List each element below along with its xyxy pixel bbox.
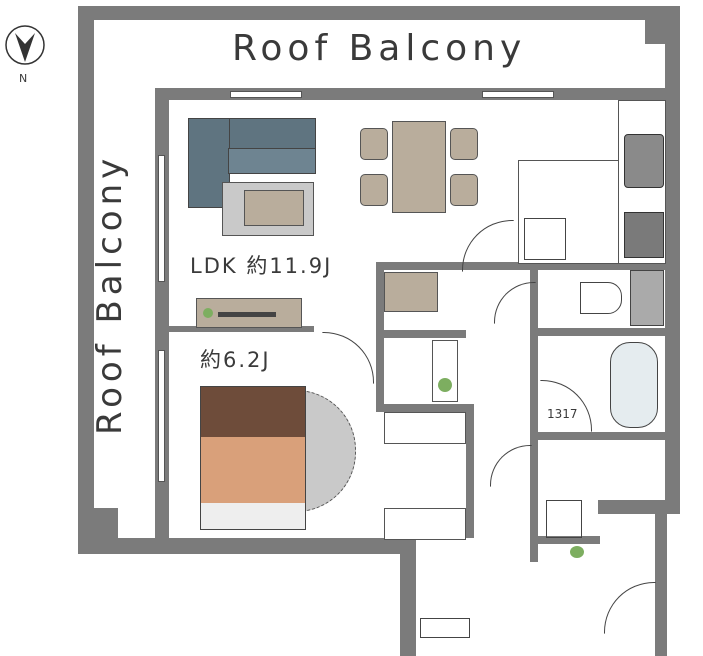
stove-icon [624,212,664,258]
window-left-1 [158,155,165,282]
plant-icon [570,546,584,558]
outer-wall-right [665,6,680,506]
washer [630,270,664,326]
roof-balcony-top-label: Roof Balcony [232,28,527,69]
wet-wall-v [530,262,538,562]
core-wall-3 [376,330,466,338]
kitchen-counter [518,160,620,264]
desk [384,508,466,540]
compass-icon [4,24,46,66]
coffee-table [244,190,304,226]
entry-door [604,582,656,634]
roof-balcony-left-label: Roof Balcony [90,153,130,435]
ldk-bed-divider [169,326,314,332]
entry-wall-right [598,500,680,514]
window-top-1 [230,91,302,98]
outer-wall-left [78,6,94,554]
wet-wall-h2 [530,328,666,336]
window-left-2 [158,350,165,482]
ldk-wall-top [155,88,625,100]
door-swing [462,220,514,272]
bathtub-icon [610,342,658,428]
bed [200,386,306,530]
plant-icon [438,378,452,392]
wet-wall-h3 [538,432,666,440]
fridge [524,218,566,260]
dining-chair [360,174,388,206]
outer-wall-bottom [78,538,408,554]
ldk-label: LDK 約11.9J [190,254,333,278]
corner-block-bl [78,508,118,554]
dining-chair [360,128,388,160]
bedroom-label: 約6.2J [200,348,271,372]
wet-wall-h1 [444,262,666,270]
dining-chair [450,128,478,160]
toilet-icon [580,282,622,314]
door-swing [322,332,374,384]
shelf [432,340,458,402]
storage-cabinet [384,272,438,312]
dining-table [392,121,446,213]
wet-wall-h4 [530,536,600,544]
dining-chair [450,174,478,206]
corner-block-tr [645,6,680,44]
door-swing [494,282,536,324]
bath-dimension-label: 1317 [547,407,578,421]
core-wall-1 [376,262,444,270]
washbasin-icon [546,500,582,538]
entry-wall-left [400,538,416,656]
shoe-rack [420,618,470,638]
entry-wall-right-v [655,500,667,656]
compass-label: N [19,72,28,85]
sink-icon [624,134,664,188]
core-wall-4 [376,404,472,412]
door-swing [490,445,532,487]
bath-door [540,380,592,432]
closet-wall [466,404,474,538]
tv [218,312,276,317]
kitchen-wall-right [618,88,666,100]
desk [384,412,466,444]
window-top-2 [482,91,554,98]
plant-icon [203,308,213,318]
outer-wall-top [78,6,680,20]
